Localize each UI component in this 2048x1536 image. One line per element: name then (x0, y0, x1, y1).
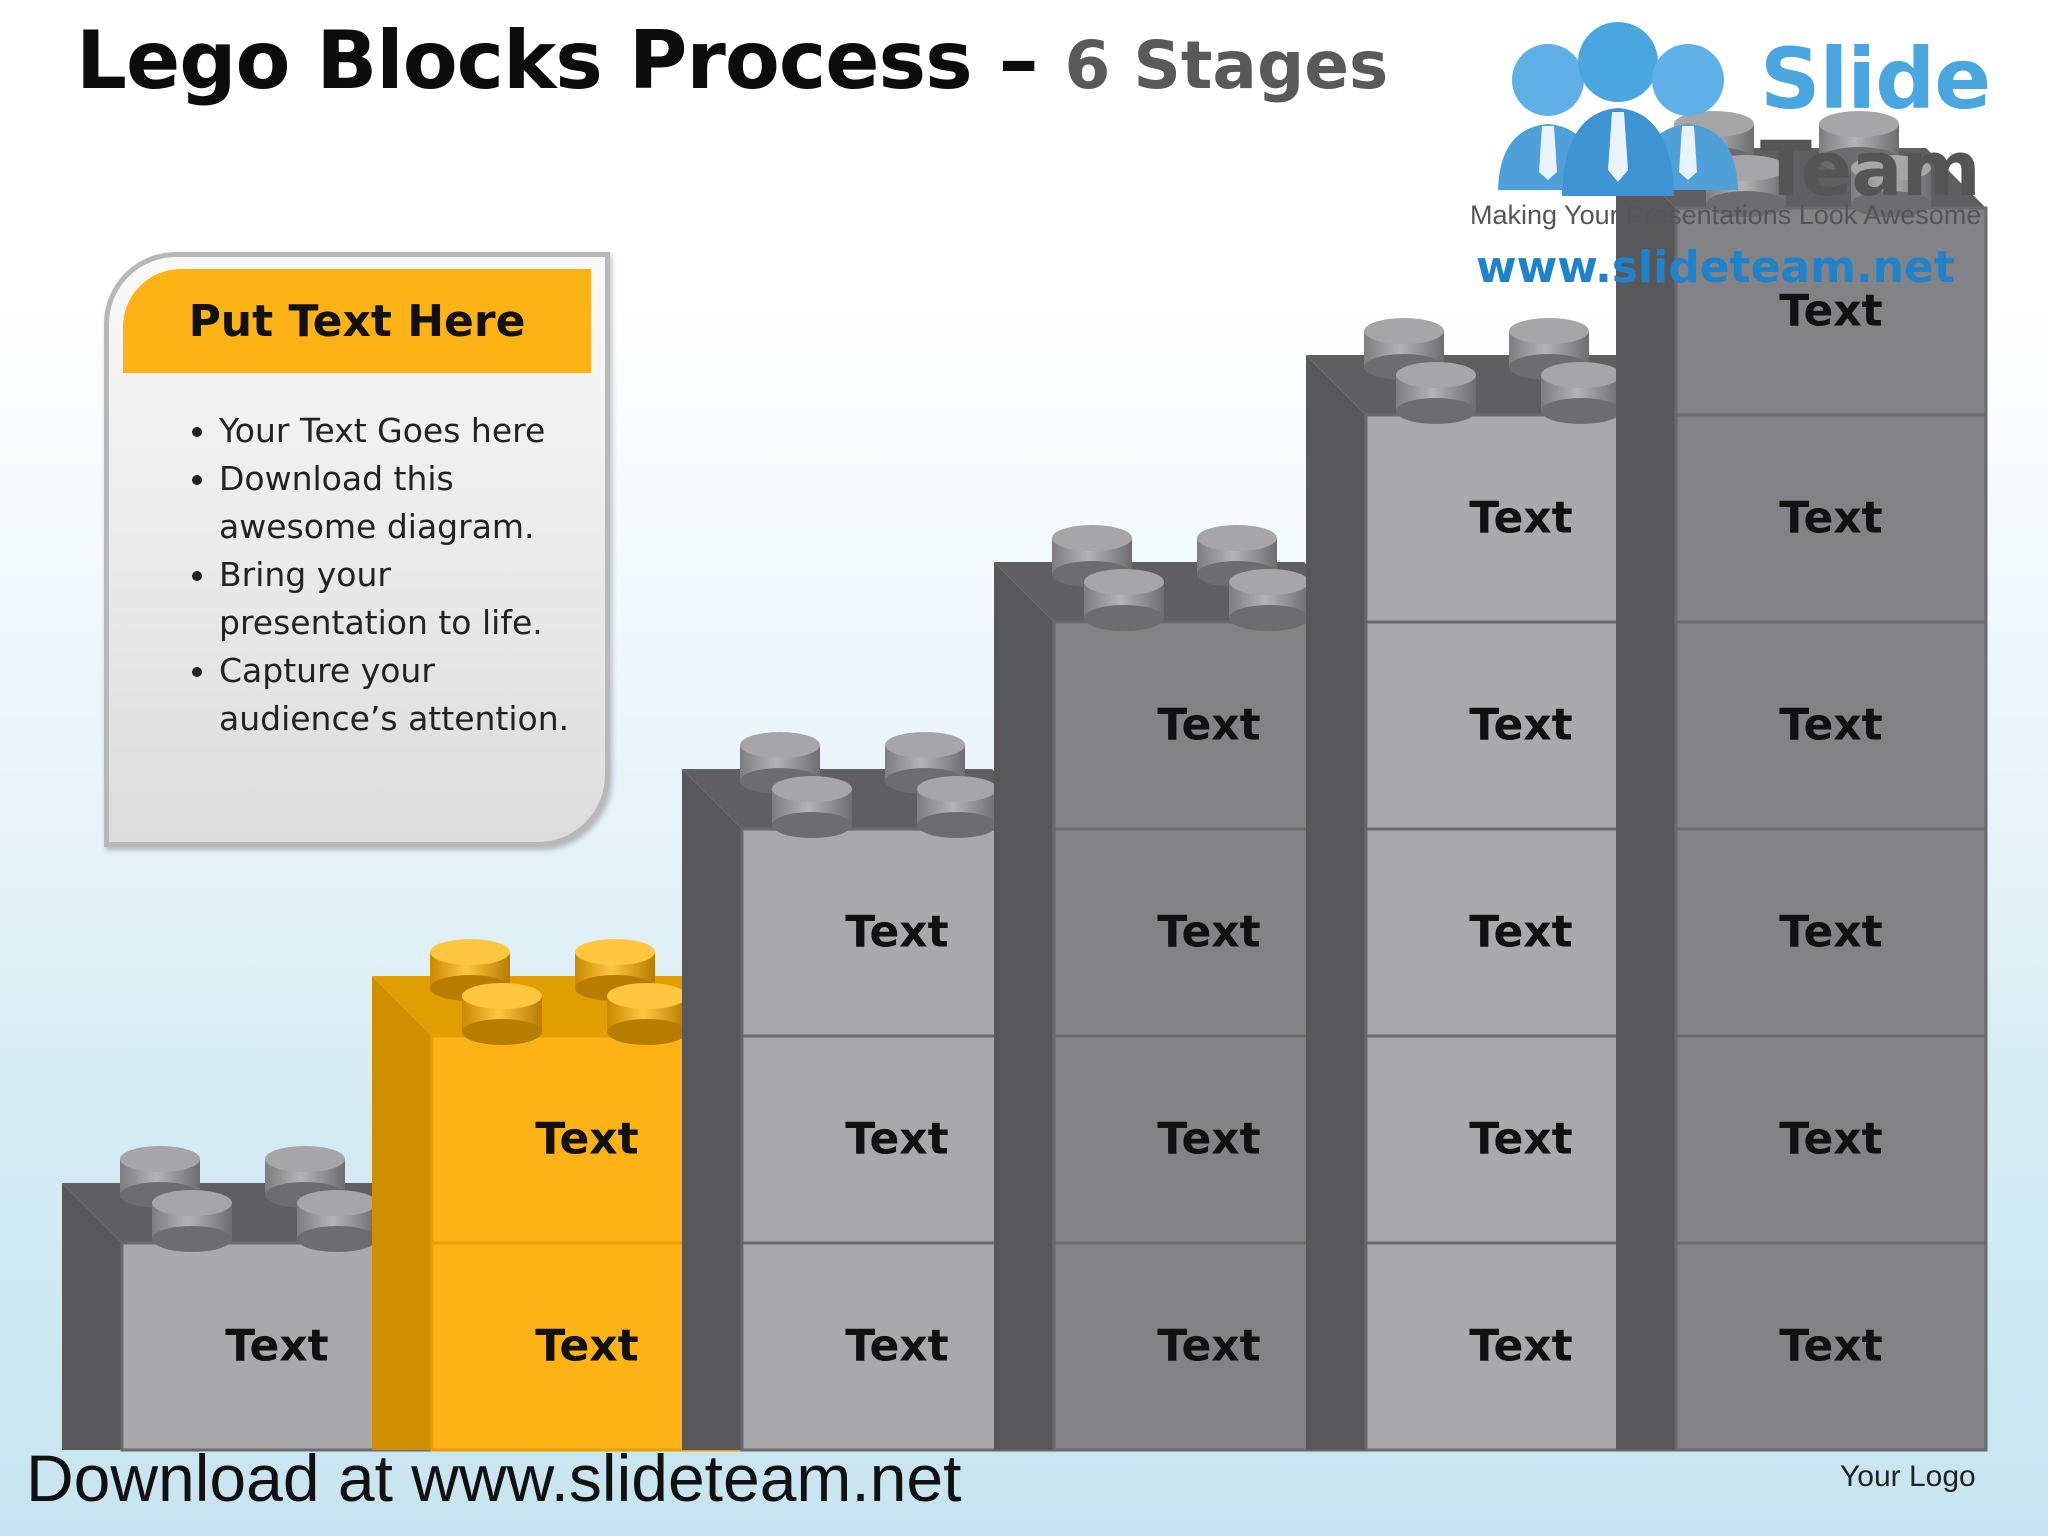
title-dash: – (971, 14, 1065, 107)
block-cell (1674, 1034, 1988, 1245)
block-cell (1674, 1241, 1988, 1452)
block-cell-text: Text (1779, 493, 1882, 544)
block-cell-text: Text (1779, 1321, 1882, 1372)
block-cell-text: Text (1469, 493, 1572, 544)
panel-header-text: Put Text Here (188, 295, 526, 347)
your-logo-placeholder: Your Logo (1840, 1460, 1976, 1493)
block-cell-text: Text (1157, 1321, 1260, 1372)
block-cell-text: Text (1779, 1114, 1882, 1165)
block-cell-text: Text (225, 1321, 328, 1372)
block-cell-text: Text (1157, 1114, 1260, 1165)
block-cell-text: Text (535, 1114, 638, 1165)
lego-stud (1229, 569, 1309, 631)
bullet-item: Bring your presentation to life. (219, 551, 599, 647)
block-cell-text: Text (1469, 700, 1572, 751)
block-cell-text: Text (845, 907, 948, 958)
bullet-item: Download this awesome diagram. (219, 455, 599, 551)
block-cell-text: Text (1157, 907, 1260, 958)
block-cell-text: Text (845, 1321, 948, 1372)
block-cell-text: Text (1469, 907, 1572, 958)
block-cell-text: Text (1779, 286, 1882, 337)
title-main: Lego Blocks Process (76, 14, 973, 107)
lego-stud (430, 939, 510, 1001)
block-side-face (62, 1183, 122, 1450)
bullet-item: Your Text Goes here (219, 407, 599, 455)
block-side-face (372, 976, 432, 1450)
logo-url: www.slideteam.net (1476, 242, 1955, 293)
title-subtitle: 6 Stages (1064, 27, 1389, 104)
block-side-face (682, 769, 742, 1450)
block-cell-text: Text (535, 1321, 638, 1372)
block-cell (1674, 413, 1988, 624)
block-cell-text: Text (1157, 700, 1260, 751)
block-side-face (1306, 355, 1366, 1450)
lego-stud (297, 1190, 377, 1252)
block-cell-text: Text (845, 1114, 948, 1165)
lego-stud (772, 776, 852, 838)
block-cell-text: Text (1779, 700, 1882, 751)
lego-stud (607, 983, 687, 1045)
lego-stud (885, 732, 965, 794)
page-title: Lego Blocks Process – 6 Stages (76, 14, 1388, 107)
block-cell (1674, 206, 1988, 417)
lego-stud (1396, 362, 1476, 424)
lego-stud (462, 983, 542, 1045)
logo-word-slide: Slide (1760, 30, 1991, 128)
panel-header: Put Text Here (123, 269, 591, 373)
block-cell-text: Text (1779, 907, 1882, 958)
lego-stud (1819, 111, 1899, 173)
lego-stud (917, 776, 997, 838)
people-icon (1498, 22, 1738, 196)
bullet-item: Capture your audience’s attention. (219, 647, 599, 743)
logo-tagline: Making Your Presentations Look Awesome (1470, 200, 1982, 230)
bullet-list: Your Text Goes here Download this awesom… (151, 407, 599, 743)
download-link[interactable]: Download at www.slideteam.net (26, 1441, 962, 1515)
lego-stud (1541, 362, 1621, 424)
logo-word-team: Team (1760, 124, 1981, 213)
block-cell (1674, 827, 1988, 1038)
slideteam-logo: Slide Team Making Your Presentations Loo… (1470, 20, 2030, 310)
lego-stud (1084, 569, 1164, 631)
block-side-face (1616, 148, 1676, 1450)
block-side-face (994, 562, 1054, 1450)
info-panel: Put Text Here Your Text Goes here Downlo… (104, 252, 610, 847)
lego-stud (152, 1190, 232, 1252)
block-cell (1674, 620, 1988, 831)
lego-stud (1851, 155, 1931, 217)
block-cell-text: Text (1469, 1321, 1572, 1372)
lego-stud (740, 732, 820, 794)
lego-stud (1364, 318, 1444, 380)
block-cell-text: Text (1469, 1114, 1572, 1165)
